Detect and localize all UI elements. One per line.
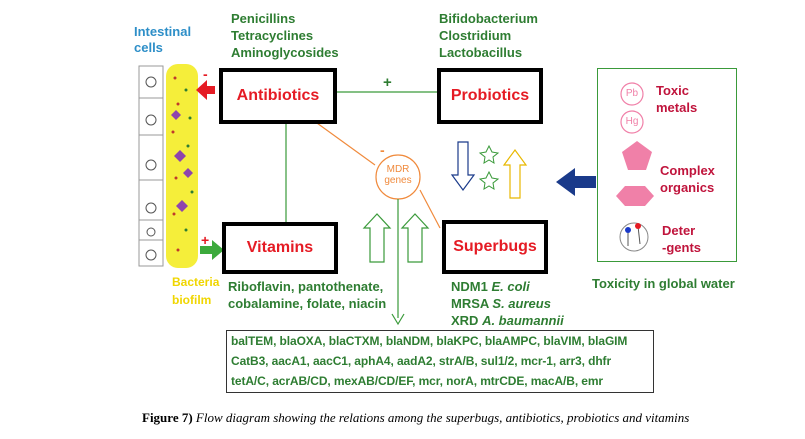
vitamin-item: Riboflavin, pantothenate, (228, 279, 384, 294)
yellow-up-arrow (502, 148, 528, 199)
plus-sign-biofilm: + (201, 232, 210, 248)
vitamins-box: Vitamins (222, 222, 338, 274)
probiotic-item: Lactobacillus (439, 45, 523, 60)
hexagon-icon (616, 186, 654, 206)
minus-sign-mdr: - (380, 142, 385, 158)
superbug-item: NDM1 E. coli (451, 279, 530, 294)
detergent-icon (619, 222, 649, 252)
detergents-label: Deter -gents (662, 223, 701, 255)
probiotic-item: Clostridium (439, 28, 512, 43)
antibiotic-item: Aminoglycosides (231, 45, 339, 60)
bacteria-biofilm (166, 64, 198, 268)
up-arrow-2 (400, 213, 430, 263)
probiotic-item: Bifidobacterium (439, 11, 538, 26)
pb-label: Pb (625, 88, 639, 99)
antibiotic-item: Tetracyclines (231, 28, 314, 43)
intestinal-cells (138, 65, 164, 267)
superbug-item: MRSA S. aureus (451, 296, 551, 311)
genes-arrowhead (391, 313, 405, 326)
mdr-antibiotics-line (309, 117, 376, 166)
resistance-genes-box: balTEM, blaOXA, blaCTXM, blaNDM, blaKPC,… (226, 330, 654, 393)
water-toxicity-legend (597, 68, 737, 262)
pentagon-icon (622, 141, 652, 170)
hg-label: Hg (625, 116, 639, 127)
gene-line: CatB3, aacA1, aacC1, aphA4, aadA2, strA/… (231, 354, 612, 368)
antibiotic-inhibit-arrow (196, 80, 215, 100)
plus-sign: + (383, 74, 392, 91)
star-icon (478, 144, 500, 164)
minus-sign-biofilm: - (203, 66, 208, 82)
up-arrow-1 (362, 213, 392, 263)
probiotic-list: Bifidobacterium Clostridium Lactobacillu… (439, 10, 538, 61)
antibiotic-item: Penicillins (231, 11, 296, 26)
probiotics-down-arrow (450, 141, 476, 192)
biofilm-to-vitamins-arrow (200, 240, 224, 260)
toxicity-global-water-label: Toxicity in global water (592, 276, 735, 291)
superbugs-box: Superbugs (442, 220, 548, 274)
bacteria-biofilm-label-1: Bacteria (172, 275, 220, 289)
figure-caption: Figure 7) Flow diagram showing the relat… (142, 410, 690, 425)
vitamin-item: cobalamine, folate, niacin (228, 296, 387, 311)
intestinal-cells-label: Intestinal cells (134, 24, 192, 55)
superbug-item: XRD A. baumannii (451, 313, 564, 328)
antibiotic-list: Penicillins Tetracyclines Aminoglycoside… (231, 10, 339, 61)
mdr-superbugs-line (419, 189, 441, 229)
probiotics-box: Probiotics (437, 68, 543, 124)
gene-line: balTEM, blaOXA, blaCTXM, blaNDM, blaKPC,… (231, 334, 628, 348)
pb-circle-icon (620, 82, 644, 106)
mdr-genes-label: MDR genes (384, 164, 412, 186)
hg-circle-icon (620, 110, 644, 134)
toxic-metals-label: Toxic metals (656, 83, 698, 115)
antibiotics-box: Antibiotics (219, 68, 337, 124)
bacteria-biofilm-label-2: biofilm (172, 293, 212, 307)
toxicity-arrow (556, 168, 596, 196)
star-icon (478, 170, 500, 190)
complex-organics-label: Complex organics (660, 163, 715, 195)
superbug-list: NDM1 E. coli MRSA S. aureus XRD A. bauma… (451, 278, 564, 329)
vitamin-list: Riboflavin, pantothenate, cobalamine, fo… (228, 278, 386, 312)
gene-line: tetA/C, acrAB/CD, mexAB/CD/EF, mcr, norA… (231, 374, 603, 388)
